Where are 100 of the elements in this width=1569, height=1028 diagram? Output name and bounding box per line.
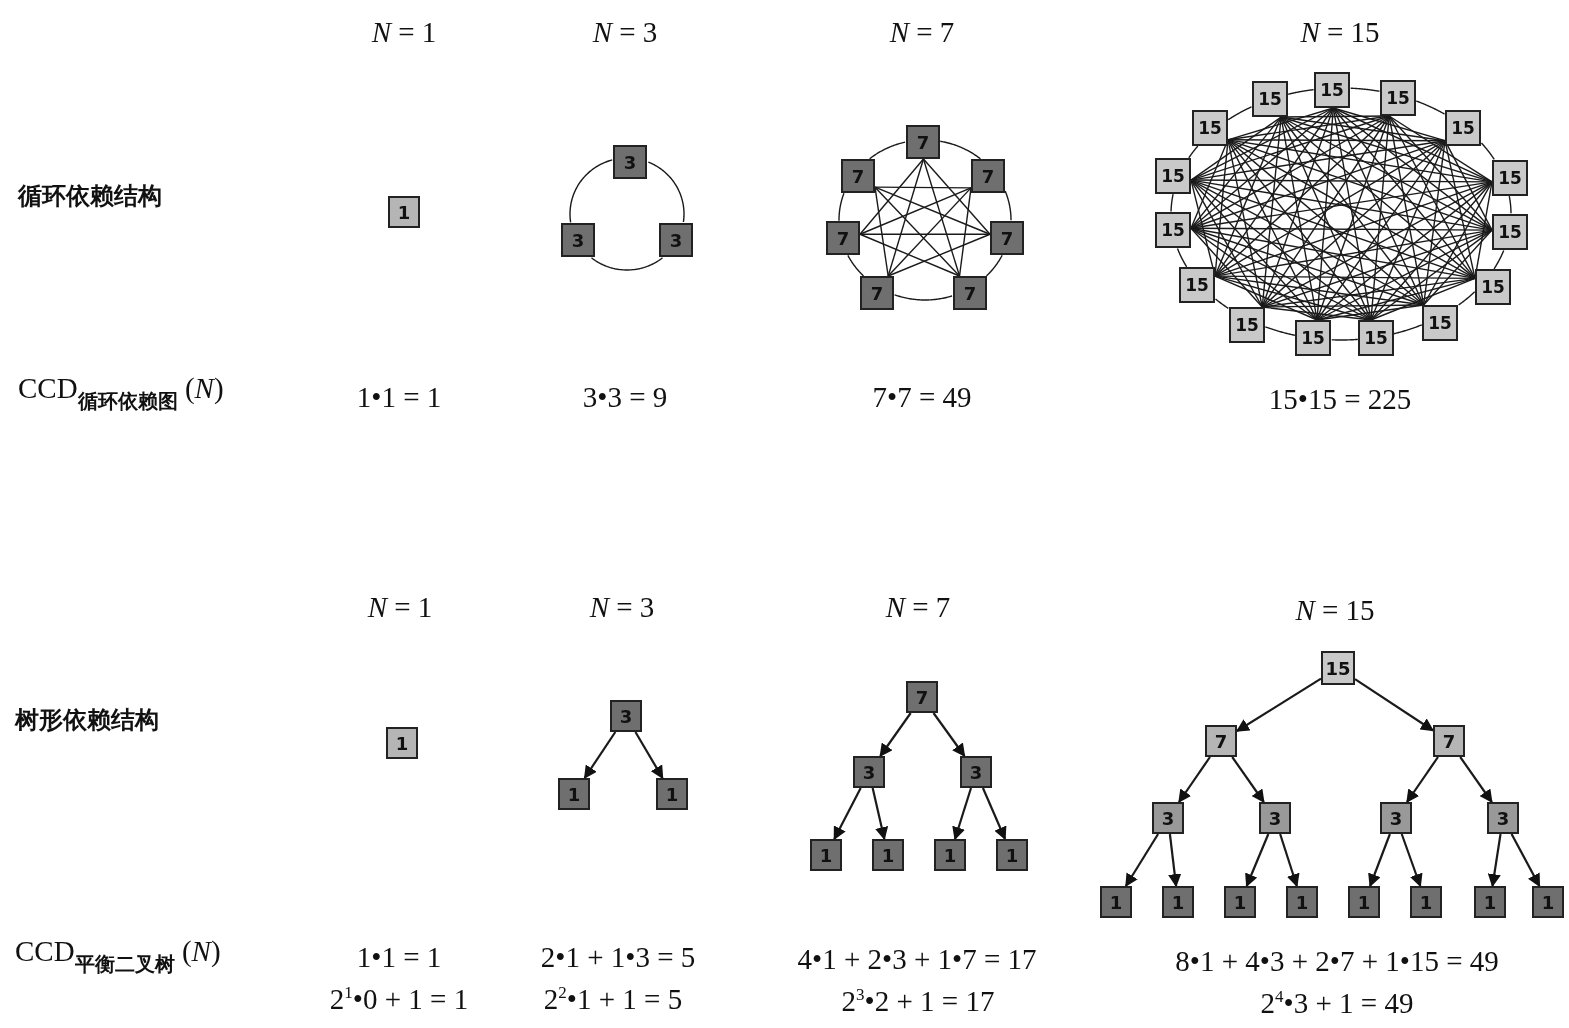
- arrow: [871, 787, 889, 841]
- formula: 2$^{3}$•2 + 1 = 17: [841, 986, 995, 1018]
- arrow: [1406, 756, 1439, 804]
- number-box: 15: [1229, 307, 1265, 343]
- number-box: 3: [1259, 802, 1291, 834]
- number-box: 7: [971, 159, 1005, 193]
- connector-line: [1190, 116, 1282, 181]
- connector-line: [859, 187, 972, 235]
- connector-line: [1331, 338, 1359, 341]
- formula: 4•1 + 2•3 + 1•7 = 17: [797, 944, 1037, 976]
- number-box: 15: [1380, 80, 1416, 116]
- number-box: 15: [1252, 81, 1288, 117]
- number-box: 7: [860, 276, 894, 310]
- connector-line: [1422, 181, 1493, 306]
- number-box: 3: [1152, 802, 1184, 834]
- number-box: 1: [386, 727, 418, 759]
- connector-line: [1350, 87, 1381, 92]
- number-box: 3: [1487, 802, 1519, 834]
- connector-line: [1370, 181, 1493, 321]
- row-label: 树形依赖结构: [15, 706, 159, 734]
- formula: 1•1 = 1: [356, 382, 442, 414]
- connector-line: [874, 186, 972, 189]
- heading: N = 15: [1300, 17, 1380, 49]
- formula: 2•1 + 1•3 = 5: [540, 942, 696, 974]
- number-box: 1: [558, 778, 590, 810]
- connector-line: [1264, 326, 1296, 336]
- formula: 7•7 = 49: [872, 382, 972, 414]
- arrow: [952, 787, 973, 841]
- connector-line: [1388, 115, 1493, 183]
- number-box: 3: [960, 756, 992, 788]
- number-box: 15: [1492, 160, 1528, 196]
- heading: N = 1: [367, 592, 433, 624]
- number-box: 1: [1162, 886, 1194, 918]
- connector-line: [874, 186, 961, 277]
- connector-line: [887, 158, 925, 277]
- arrow: [1178, 756, 1211, 804]
- connector-line: [1190, 227, 1263, 308]
- connector-line: [590, 257, 664, 271]
- connector-line: [939, 140, 982, 160]
- heading: N = 7: [885, 592, 951, 624]
- heading: N = 3: [592, 17, 658, 49]
- number-box: 1: [810, 839, 842, 871]
- number-box: 1: [1224, 886, 1256, 918]
- number-box: 15: [1358, 320, 1394, 356]
- connector-line: [1261, 140, 1446, 308]
- number-box: 15: [1295, 320, 1331, 356]
- connector-line: [1287, 88, 1315, 95]
- connector-line: [1176, 247, 1188, 268]
- number-box: 15: [1155, 158, 1191, 194]
- arrow: [1459, 756, 1493, 804]
- number-box: 7: [990, 221, 1024, 255]
- connector-line: [1190, 116, 1282, 229]
- connector-line: [1508, 195, 1512, 215]
- number-box: 1: [1348, 886, 1380, 918]
- number-box: 7: [953, 276, 987, 310]
- connector-line: [1415, 100, 1446, 115]
- number-box: 3: [613, 145, 647, 179]
- connector-line: [1214, 275, 1318, 321]
- connector-line: [1393, 324, 1423, 335]
- formula: 1•1 = 1: [356, 942, 442, 974]
- number-box: 3: [659, 223, 693, 257]
- connector-line: [922, 158, 961, 277]
- number-box: 1: [1100, 886, 1132, 918]
- connector-line: [1261, 116, 1282, 308]
- connector-line: [1170, 193, 1174, 213]
- connector-line: [1004, 190, 1012, 221]
- number-box: 1: [1286, 886, 1318, 918]
- connector-line: [1422, 229, 1493, 306]
- number-box: 15: [1155, 212, 1191, 248]
- connector-line: [1214, 140, 1446, 277]
- number-box: 7: [841, 159, 875, 193]
- connector-line: [1227, 139, 1425, 306]
- arrow: [583, 731, 617, 780]
- arrow: [1279, 833, 1300, 888]
- number-box: 7: [1205, 725, 1237, 757]
- arrow: [1400, 833, 1423, 888]
- number-box: 1: [934, 839, 966, 871]
- connector-line: [847, 254, 865, 277]
- heading: N = 15: [1295, 595, 1375, 627]
- number-box: 7: [906, 681, 938, 713]
- connector-line: [922, 158, 991, 235]
- connector-line: [1480, 142, 1495, 161]
- number-box: 15: [1192, 110, 1228, 146]
- arrow: [981, 787, 1007, 841]
- number-box: 15: [1314, 72, 1350, 108]
- connector-line: [1190, 179, 1318, 321]
- number-box: 1: [1410, 886, 1442, 918]
- number-box: 1: [388, 196, 420, 228]
- connector-line: [1370, 229, 1493, 321]
- connector-line: [893, 294, 953, 301]
- arrow: [879, 712, 912, 758]
- connector-line: [647, 161, 685, 223]
- number-box: 15: [1321, 651, 1355, 685]
- connector-line: [958, 187, 972, 277]
- connector-line: [859, 233, 961, 277]
- number-box: 15: [1475, 269, 1511, 305]
- connector-line: [1388, 115, 1493, 231]
- connector-line: [874, 186, 991, 235]
- formula: 8•1 + 4•3 + 2•7 + 1•15 = 49: [1175, 946, 1499, 978]
- connector-line: [1370, 277, 1476, 321]
